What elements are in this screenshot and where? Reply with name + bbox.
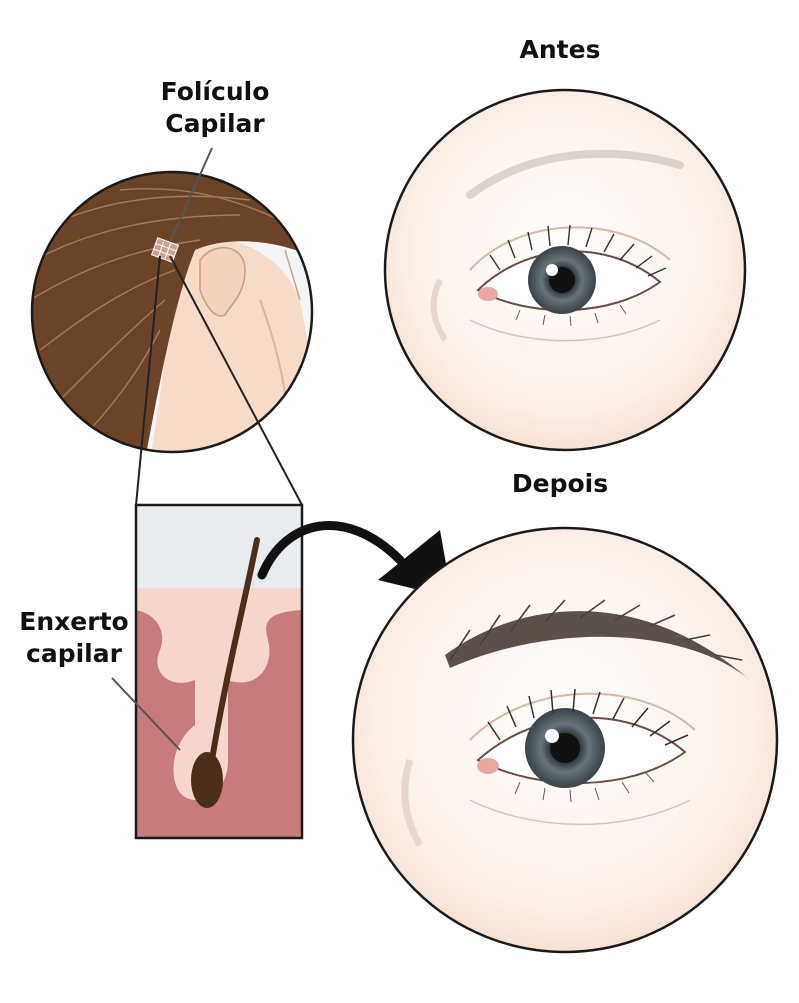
eye-after-illustration bbox=[351, 526, 779, 954]
after-label: Depois bbox=[511, 469, 609, 498]
follicle-label-line2: Capilar bbox=[165, 109, 265, 138]
head-illustration bbox=[30, 170, 314, 454]
follicle-patch bbox=[150, 237, 180, 263]
skin-cross-section bbox=[134, 503, 304, 840]
graft-pointer bbox=[111, 677, 181, 751]
follicle-label-line1: Folículo bbox=[160, 77, 270, 106]
before-label: Antes bbox=[519, 35, 601, 64]
eye-before-illustration bbox=[383, 88, 747, 452]
zoom-line-left bbox=[135, 255, 161, 506]
follicle-label: Folículo Capilar bbox=[140, 76, 290, 140]
follicle-pointer bbox=[169, 147, 213, 243]
graft-label: Enxerto capilar bbox=[4, 606, 144, 670]
graft-label-line2: capilar bbox=[26, 639, 122, 668]
graft-label-line1: Enxerto bbox=[19, 607, 129, 636]
zoom-line-right bbox=[169, 255, 303, 506]
